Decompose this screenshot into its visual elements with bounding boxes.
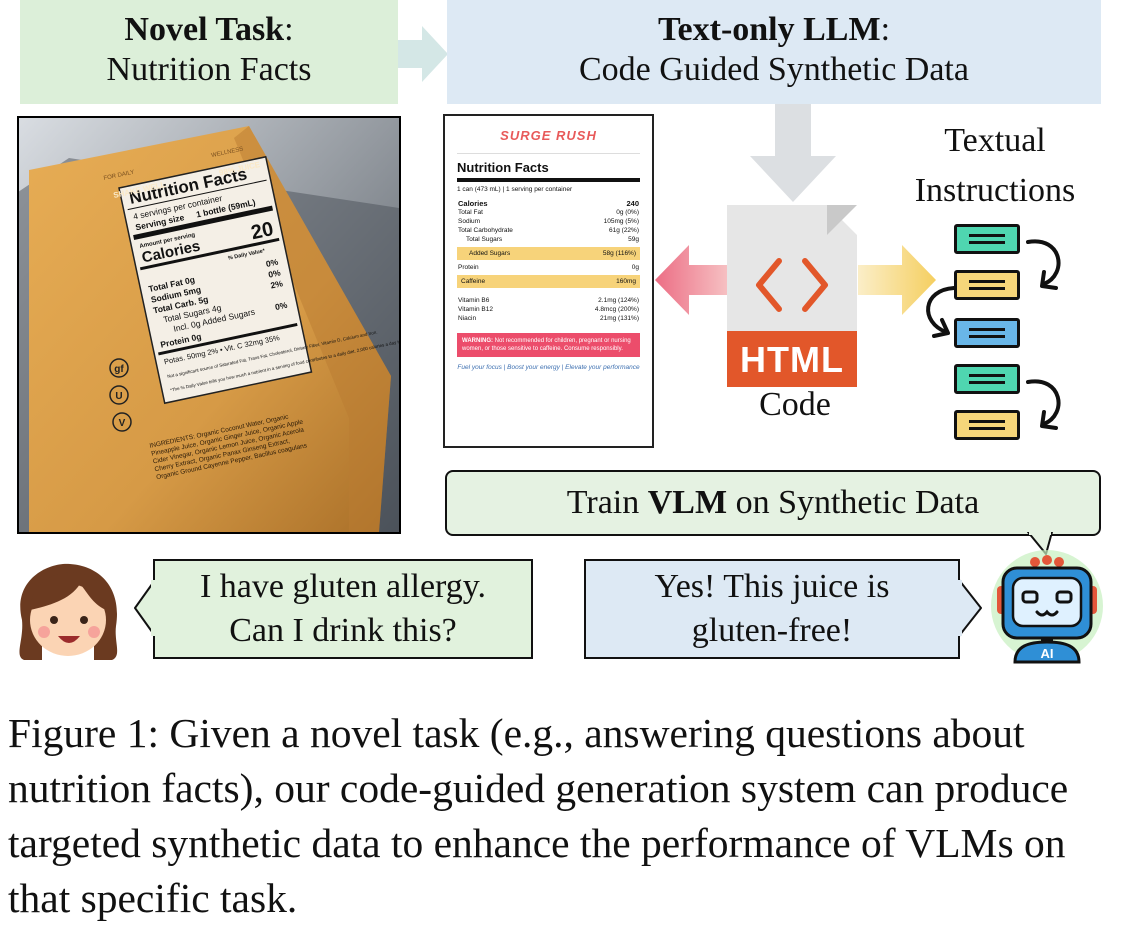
ai-badge: AI	[1041, 646, 1054, 661]
text-llm-colon: :	[880, 11, 891, 48]
photo-badge-u: U	[115, 391, 122, 402]
instructions-label-line2: Instructions	[914, 172, 1076, 209]
figure-caption: Figure 1: Given a novel task (e.g., answ…	[8, 710, 1069, 921]
card-row: Total Fat 0g (0%)	[457, 208, 640, 217]
novel-task-subtitle: Nutrition Facts	[106, 51, 312, 88]
card-tagline: Fuel your focus | Boost your energy | El…	[457, 364, 640, 371]
text-llm-box: Text-only LLM: Code Guided Synthetic Dat…	[447, 0, 1101, 104]
photo-label-row-dv: 0%	[274, 300, 289, 312]
juice-box-photo: Nutrition Facts 4 servings per container…	[17, 116, 401, 534]
card-protein-row: Protein 0g	[457, 263, 640, 272]
card-row-value: 105mg (5%)	[603, 218, 639, 225]
photo-label-row-dv: 0%	[265, 257, 280, 269]
code-label: Code	[759, 386, 831, 423]
card-title: Nutrition Facts	[457, 160, 640, 182]
train-vlm-box: Train VLM on Synthetic Data	[445, 470, 1101, 536]
card-row-value: 61g (22%)	[609, 227, 639, 234]
card-calories-value: 240	[626, 199, 639, 208]
ai-answer-line1: Yes! This juice is	[654, 568, 890, 605]
ai-answer-bubble: Yes! This juice is gluten-free!	[584, 559, 960, 659]
card-row-label: Total Carbohydrate	[458, 227, 513, 234]
train-suffix: on Synthetic Data	[727, 484, 980, 521]
card-row-label: Vitamin B12	[458, 306, 493, 313]
novel-task-box: Novel Task: Nutrition Facts	[20, 0, 398, 104]
curved-arrow-icon	[1026, 379, 1061, 430]
novel-task-colon: :	[284, 11, 294, 48]
curved-arrow-icon	[1026, 239, 1061, 290]
card-brand: SURGE RUSH	[500, 128, 597, 143]
card-row-label: Total Sugars	[466, 236, 503, 243]
card-row-label: Niacin	[458, 315, 477, 322]
card-row-value: 0g	[631, 264, 639, 271]
right-arrow-icon	[858, 245, 936, 315]
card-caffeine-row: Caffeine 160mg	[457, 275, 640, 288]
ai-answer-line2: gluten-free!	[691, 612, 853, 649]
card-row-label: Protein	[458, 264, 479, 271]
instructions-label-line1: Textual	[944, 122, 1046, 159]
card-row-label: Added Sugars	[469, 250, 511, 257]
user-question-line1: I have gluten allergy.	[199, 568, 487, 605]
card-serving: 1 can (473 mL) | 1 serving per container	[457, 186, 573, 193]
html-tag: HTML	[727, 331, 857, 387]
text-llm-title: Text-only LLM	[657, 11, 881, 48]
card-row-value: 0g (0%)	[616, 209, 639, 216]
card-warning-text: Not recommended for children, pregnant o…	[462, 338, 631, 352]
card-row-label: Caffeine	[461, 278, 486, 285]
text-llm-subtitle: Code Guided Synthetic Data	[579, 51, 969, 88]
card-row-value: 160mg	[616, 278, 636, 285]
user-avatar-icon	[19, 563, 118, 660]
card-calories-label: Calories	[458, 199, 488, 208]
card-vitamin-row: Vitamin B6 2.1mg (124%)	[457, 296, 640, 305]
left-arrow-icon	[655, 245, 735, 315]
instruction-block-icon	[954, 318, 1020, 348]
instruction-block-icon	[954, 364, 1020, 394]
train-vlm: VLM	[647, 484, 728, 521]
card-row-value: 21mg (131%)	[599, 315, 639, 322]
card-row: Sodium 105mg (5%)	[457, 217, 640, 226]
photo-badge-gf: gf	[114, 364, 124, 375]
card-row-value: 4.8mcg (200%)	[594, 306, 639, 313]
card-row-label: Sodium	[458, 218, 481, 225]
train-box-tail	[1027, 532, 1053, 555]
photo-badge-v: V	[119, 418, 126, 429]
card-row-label: Total Fat	[458, 209, 483, 216]
code-brackets-icon	[756, 258, 828, 312]
novel-task-title: Novel Task	[124, 11, 285, 48]
card-added-sugars-row: Added Sugars 58g (116%)	[457, 247, 640, 260]
card-calories-row: Calories 240	[457, 199, 640, 208]
right-arrow-icon	[398, 26, 448, 82]
instruction-block-icon	[954, 410, 1020, 440]
curved-arrow-icon	[926, 286, 956, 338]
photo-label-row-dv: 0%	[267, 267, 282, 279]
card-row: Total Carbohydrate 61g (22%)	[457, 226, 640, 235]
down-arrow-icon	[750, 104, 836, 202]
instruction-block-icon	[954, 224, 1020, 254]
card-warning: WARNING: Not recommended for children, p…	[457, 333, 640, 357]
robot-avatar-icon: AI	[991, 550, 1103, 664]
train-prefix: Train	[566, 484, 648, 521]
card-row-value: 59g	[628, 236, 639, 243]
user-question-line2: Can I drink this?	[229, 612, 457, 649]
card-row: Total Sugars 59g	[457, 235, 640, 244]
card-vitamin-row: Niacin 21mg (131%)	[457, 314, 640, 323]
user-question-bubble: I have gluten allergy. Can I drink this?	[153, 559, 533, 659]
instructions-label: Textual Instructions	[890, 116, 1100, 216]
html-file-icon: HTML	[727, 205, 857, 387]
card-row-label: Vitamin B6	[458, 297, 490, 304]
instruction-block-icon	[954, 270, 1020, 300]
card-row-value: 58g (116%)	[602, 250, 636, 257]
card-vitamin-row: Vitamin B12 4.8mcg (200%)	[457, 305, 640, 314]
synthetic-nutrition-card: SURGE RUSH Nutrition Facts 1 can (473 mL…	[443, 114, 654, 448]
card-row-value: 2.1mg (124%)	[598, 297, 639, 304]
photo-label-row-dv: 2%	[270, 278, 285, 290]
card-warning-label: WARNING:	[462, 338, 493, 344]
